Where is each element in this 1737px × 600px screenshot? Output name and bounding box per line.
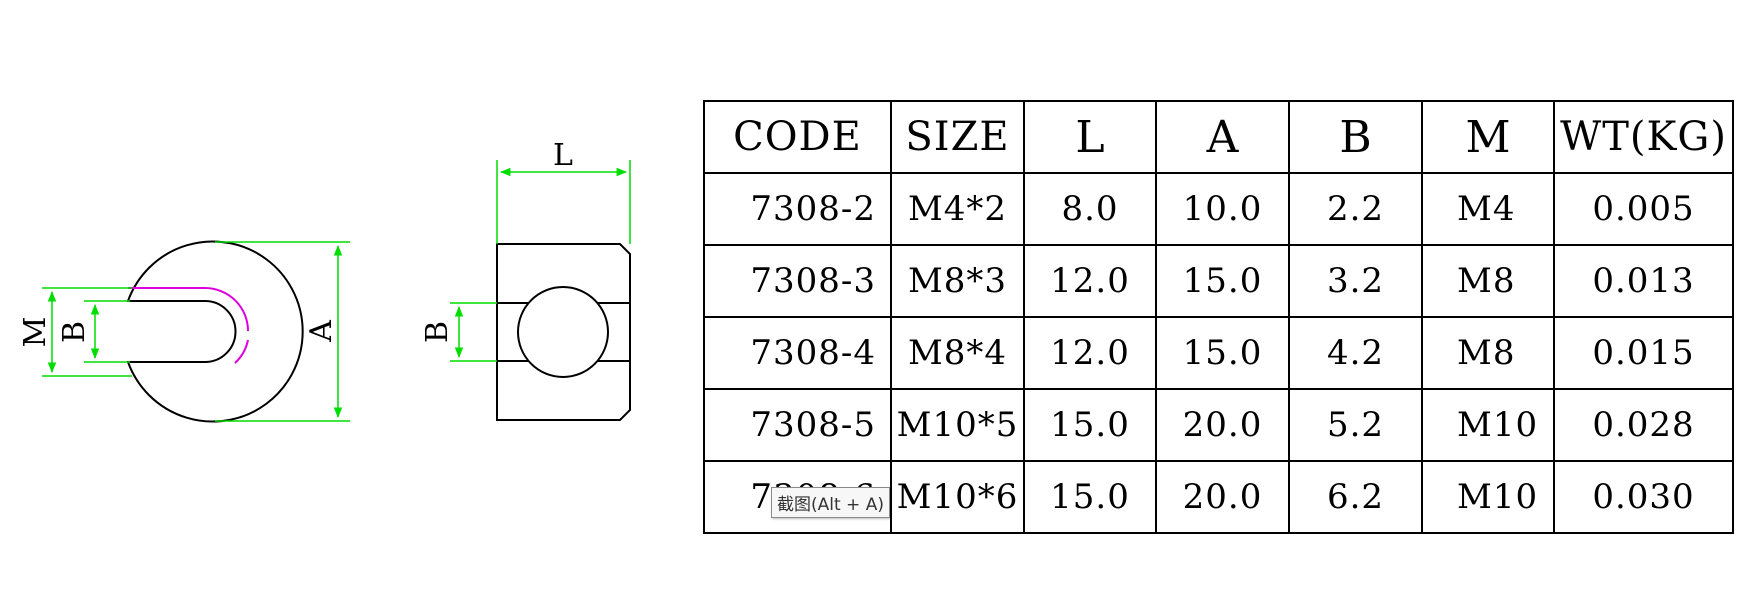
- cell-size: M4*2: [890, 172, 1025, 246]
- cell-b: 3.2: [1288, 244, 1423, 318]
- cell-m: M10: [1421, 388, 1555, 462]
- header-code: CODE: [703, 100, 892, 174]
- cell-l: 15.0: [1023, 388, 1157, 462]
- cell-l: 12.0: [1023, 316, 1157, 390]
- dimension-l-label: L: [553, 138, 573, 173]
- cell-b: 5.2: [1288, 388, 1423, 462]
- cell-code: 7308-2: [703, 172, 892, 246]
- cell-a: 15.0: [1155, 316, 1290, 390]
- cell-a: 15.0: [1155, 244, 1290, 318]
- specification-table: CODE SIZE L A B M WT(KG) 7308-2 M4*2 8.0…: [703, 100, 1734, 534]
- cell-weight: 0.028: [1553, 388, 1734, 462]
- table-header-row: CODE SIZE L A B M WT(KG): [703, 100, 1734, 174]
- cell-size: M10*5: [890, 388, 1025, 462]
- cell-b: 4.2: [1288, 316, 1423, 390]
- cell-m: M8: [1421, 244, 1555, 318]
- cell-l: 12.0: [1023, 244, 1157, 318]
- cell-b: 6.2: [1288, 460, 1423, 534]
- cell-a: 10.0: [1155, 172, 1290, 246]
- table-row: 7308-2 M4*2 8.0 10.0 2.2 M4 0.005: [703, 172, 1734, 246]
- dimension-m: M: [18, 287, 132, 377]
- cell-size: M8*4: [890, 316, 1025, 390]
- dimension-b-front: B: [57, 300, 130, 363]
- cell-code: 7308-4: [703, 316, 892, 390]
- dimension-a: A: [215, 241, 350, 422]
- header-m: M: [1421, 100, 1555, 174]
- cell-l: 15.0: [1023, 460, 1157, 534]
- side-view-outline: [496, 243, 631, 421]
- cell-code: 7308-5: [703, 388, 892, 462]
- cell-a: 20.0: [1155, 460, 1290, 534]
- header-b: B: [1288, 100, 1423, 174]
- cell-m: M8: [1421, 316, 1555, 390]
- table-row: 7308-3 M8*3 12.0 15.0 3.2 M8 0.013: [703, 244, 1734, 318]
- side-view: L B: [420, 138, 631, 421]
- dimension-b-front-label: B: [57, 321, 92, 343]
- cell-code: 7308-3: [703, 244, 892, 318]
- cell-b: 2.2: [1288, 172, 1423, 246]
- cell-size: M10*6: [890, 460, 1025, 534]
- front-view: A M B: [18, 240, 350, 423]
- dimension-m-label: M: [18, 317, 53, 348]
- cell-weight: 0.013: [1553, 244, 1734, 318]
- header-weight: WT(KG): [1553, 100, 1734, 174]
- dimension-a-label: A: [304, 320, 339, 343]
- header-l: L: [1023, 100, 1157, 174]
- table-row: 7308-4 M8*4 12.0 15.0 4.2 M8 0.015: [703, 316, 1734, 390]
- cell-m: M4: [1421, 172, 1555, 246]
- front-view-outline: [126, 240, 304, 423]
- cell-size: M8*3: [890, 244, 1025, 318]
- slot-centerline: [128, 287, 249, 332]
- table-row: 7308-5 M10*5 15.0 20.0 5.2 M10 0.028: [703, 388, 1734, 462]
- dimension-b-side-label: B: [420, 321, 455, 343]
- slot-centerline-lower: [234, 339, 249, 364]
- header-size: SIZE: [890, 100, 1025, 174]
- cell-weight: 0.030: [1553, 460, 1734, 534]
- cell-m: M10: [1421, 460, 1555, 534]
- dimension-b-side: B: [420, 302, 497, 362]
- header-a: A: [1155, 100, 1290, 174]
- bore-circle: [517, 286, 609, 378]
- dimension-l: L: [496, 138, 631, 244]
- cell-a: 20.0: [1155, 388, 1290, 462]
- screenshot-tooltip: 截图(Alt + A): [771, 487, 890, 518]
- cell-weight: 0.015: [1553, 316, 1734, 390]
- cell-weight: 0.005: [1553, 172, 1734, 246]
- cell-l: 8.0: [1023, 172, 1157, 246]
